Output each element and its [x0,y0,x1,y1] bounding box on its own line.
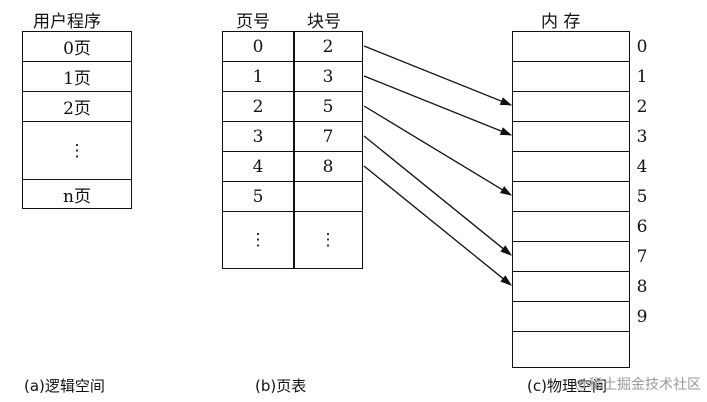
block-number-cell: 5 [294,92,362,122]
mapping-arrow [363,105,513,196]
logical-space-table: 0页 1页 2页 ⋮ n页 [22,31,132,209]
logical-page-cell: 1页 [23,62,131,92]
mapping-arrow [363,45,513,106]
page-table-divider [293,32,295,268]
memory-frame [513,152,629,182]
memory-frame [513,182,629,212]
caption-logical-space: (a)逻辑空间 [24,377,105,395]
block-number-ellipsis: ⋮ [319,229,337,250]
caption-page-table: (b)页表 [255,377,307,395]
logical-page-cell: 2页 [23,92,131,122]
block-number-cell: 2 [294,32,362,62]
page-table: 0 2 1 3 2 5 3 7 4 8 5 ⋮ ⋮ [222,31,363,269]
memory-frame [513,212,629,242]
memory-frame [513,122,629,152]
memory-frame-index: 6 [636,217,648,237]
memory-frame-index: 3 [636,127,648,147]
memory-frame-index: 5 [636,187,648,207]
mapping-arrow [363,75,513,136]
logical-space-header: 用户程序 [33,12,101,32]
memory-frame-index: 7 [636,247,648,267]
page-number-cell: 3 [223,122,293,152]
logical-page-ellipsis: ⋮ [23,122,131,180]
page-number-cell: 4 [223,152,293,182]
page-table-header-page: 页号 [236,12,270,32]
mapping-arrow [363,165,512,286]
logical-page-cell: 0页 [23,32,131,62]
page-number-ellipsis: ⋮ [249,229,267,250]
memory-frame-index: 1 [636,67,648,87]
memory-frame-index: 8 [636,277,648,297]
memory-frame-index: 0 [636,37,648,57]
memory-frame [513,272,629,302]
memory-header: 内 存 [541,12,581,32]
page-number-cell: 5 [223,182,293,212]
block-number-cell: 7 [294,122,362,152]
block-number-cell: 3 [294,62,362,92]
memory-frame-index: 4 [636,157,648,177]
watermark: @稀土掘金技术社区 [575,377,701,393]
memory-table [512,31,630,368]
memory-frame [513,62,629,92]
memory-frame [513,92,629,122]
page-table-header-block: 块号 [307,12,341,32]
caption-physical-space: (c)物理空间 [527,377,607,395]
memory-frame-index: 2 [636,97,648,117]
memory-frame-index: 9 [636,307,648,327]
block-number-cell [294,182,362,212]
memory-frame [513,32,629,62]
block-number-cell: 8 [294,152,362,182]
page-number-cell: 0 [223,32,293,62]
page-number-cell: 2 [223,92,293,122]
memory-frame [513,242,629,272]
mapping-arrow [363,135,512,256]
memory-frame [513,302,629,332]
logical-page-cell: n页 [63,186,91,207]
page-number-cell: 1 [223,62,293,92]
